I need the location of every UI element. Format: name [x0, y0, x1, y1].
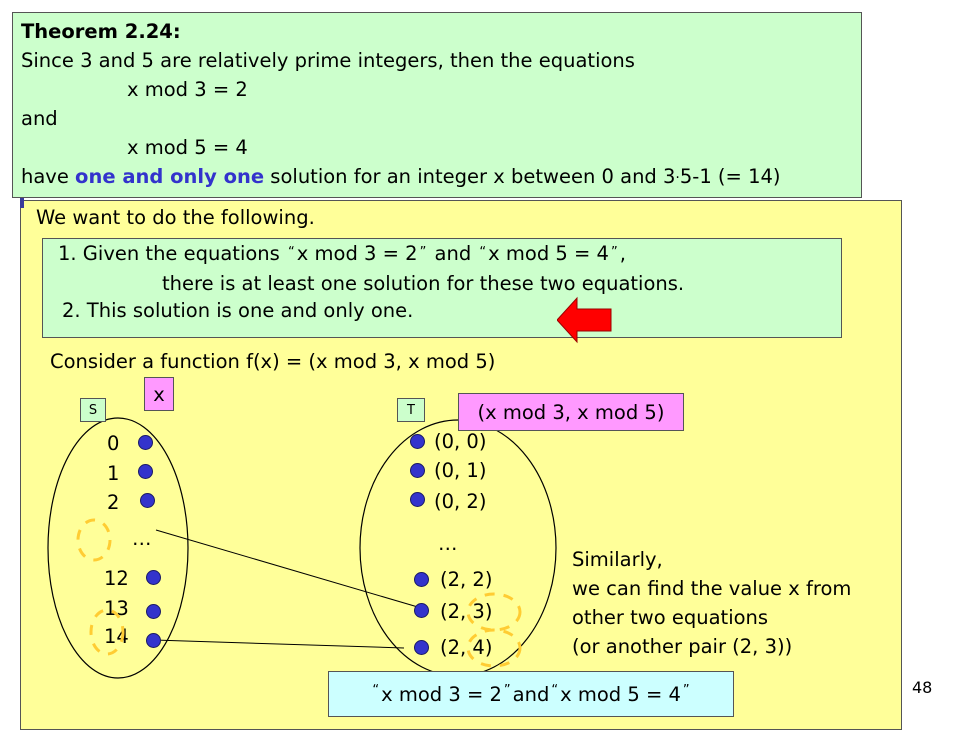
- goal1-and: and: [428, 242, 478, 265]
- theorem-equation-2: x mod 5 = 4: [127, 136, 248, 159]
- goal1-prefix: 1. Given the equations: [58, 242, 287, 265]
- similarly-line-3: other two equations: [572, 606, 769, 629]
- theorem-equation-1: x mod 3 = 2: [127, 78, 248, 101]
- t-value-0-0: (0, 0): [434, 430, 487, 453]
- theorem-box: Theorem 2.24: Since 3 and 5 are relative…: [12, 12, 862, 198]
- quote-open: “: [479, 245, 487, 260]
- s-value-1: 1: [107, 462, 120, 485]
- page-corner-strip: [20, 196, 24, 208]
- conclusion-emphasis: one and only one: [75, 165, 265, 188]
- theorem-and: and: [21, 107, 58, 130]
- t-header-label: (x mod 3, x mod 5): [458, 393, 684, 431]
- similarly-line-2: we can find the value x from: [572, 577, 852, 600]
- multiply-dot: .: [675, 166, 680, 182]
- goal1-suffix: ,: [619, 242, 626, 265]
- function-definition: Consider a function f(x) = (x mod 3, x m…: [50, 350, 496, 373]
- t-value-0-2: (0, 2): [434, 490, 487, 513]
- bottom-eq2: x mod 5 = 4: [560, 682, 681, 706]
- quote-open: “: [288, 245, 295, 260]
- notebook-intro: We want to do the following.: [36, 206, 315, 229]
- goal1-eq2: x mod 5 = 4: [488, 242, 609, 265]
- x-label: x: [144, 377, 174, 411]
- bottom-equations-box: “x mod 3 = 2” and “x mod 5 = 4”: [328, 671, 734, 717]
- t-dot-2-3: [414, 603, 429, 618]
- goal-2: 2. This solution is one and only one.: [62, 299, 414, 322]
- s-dot-12: [146, 570, 161, 585]
- theorem-title: Theorem 2.24:: [21, 20, 181, 43]
- s-dot-14: [146, 633, 161, 648]
- similarly-line-4: (or another pair (2, 3)): [572, 635, 793, 658]
- s-ellipsis: …: [132, 527, 152, 550]
- bottom-and: and: [512, 682, 550, 706]
- quote-close: ”: [610, 245, 618, 260]
- t-dot-0-0: [410, 434, 425, 449]
- t-dot-2-4: [414, 640, 429, 655]
- quote-close: ”: [419, 245, 427, 260]
- conclusion-after: 5-1 (= 14): [679, 165, 781, 188]
- red-arrow-icon: [557, 296, 612, 344]
- s-dot-2: [140, 493, 155, 508]
- similarly-line-1: Similarly,: [572, 548, 663, 571]
- s-dot-1: [138, 464, 153, 479]
- goal-1-line-2: there is at least one solution for these…: [162, 272, 685, 295]
- bottom-eq1: x mod 3 = 2: [381, 682, 502, 706]
- t-dot-2-2: [414, 572, 429, 587]
- t-value-2-4: (2, 4): [440, 636, 493, 659]
- set-s-label: S: [80, 398, 106, 422]
- quote-open: “: [551, 682, 559, 698]
- s-value-0: 0: [107, 432, 120, 455]
- s-value-12: 12: [104, 567, 129, 590]
- t-value-2-2: (2, 2): [440, 568, 493, 591]
- s-dot-0: [138, 435, 153, 450]
- t-value-2-3: (2, 3): [440, 600, 493, 623]
- quote-close: ”: [682, 682, 690, 698]
- quote-open: “: [372, 682, 380, 698]
- conclusion-before: have: [21, 165, 76, 188]
- slide-number: 48: [912, 678, 933, 697]
- s-value-14: 14: [104, 625, 129, 648]
- theorem-conclusion: have one and only one solution for an in…: [21, 162, 853, 194]
- t-value-0-1: (0, 1): [434, 459, 487, 482]
- t-dot-0-2: [410, 492, 425, 507]
- set-t-label: T: [397, 398, 425, 422]
- goals-box: [42, 238, 842, 338]
- s-value-13: 13: [104, 597, 129, 620]
- quote-close: ”: [503, 682, 511, 698]
- t-dot-0-1: [410, 463, 425, 478]
- goal-1-line-1: 1. Given the equations “x mod 3 = 2” and…: [58, 242, 626, 265]
- conclusion-mid: solution for an integer x between 0 and …: [264, 165, 676, 188]
- theorem-line-1: Since 3 and 5 are relatively prime integ…: [21, 49, 635, 72]
- s-value-2: 2: [107, 491, 120, 514]
- t-ellipsis: …: [438, 532, 458, 555]
- s-dot-13: [146, 604, 161, 619]
- goal1-eq1: x mod 3 = 2: [296, 242, 418, 265]
